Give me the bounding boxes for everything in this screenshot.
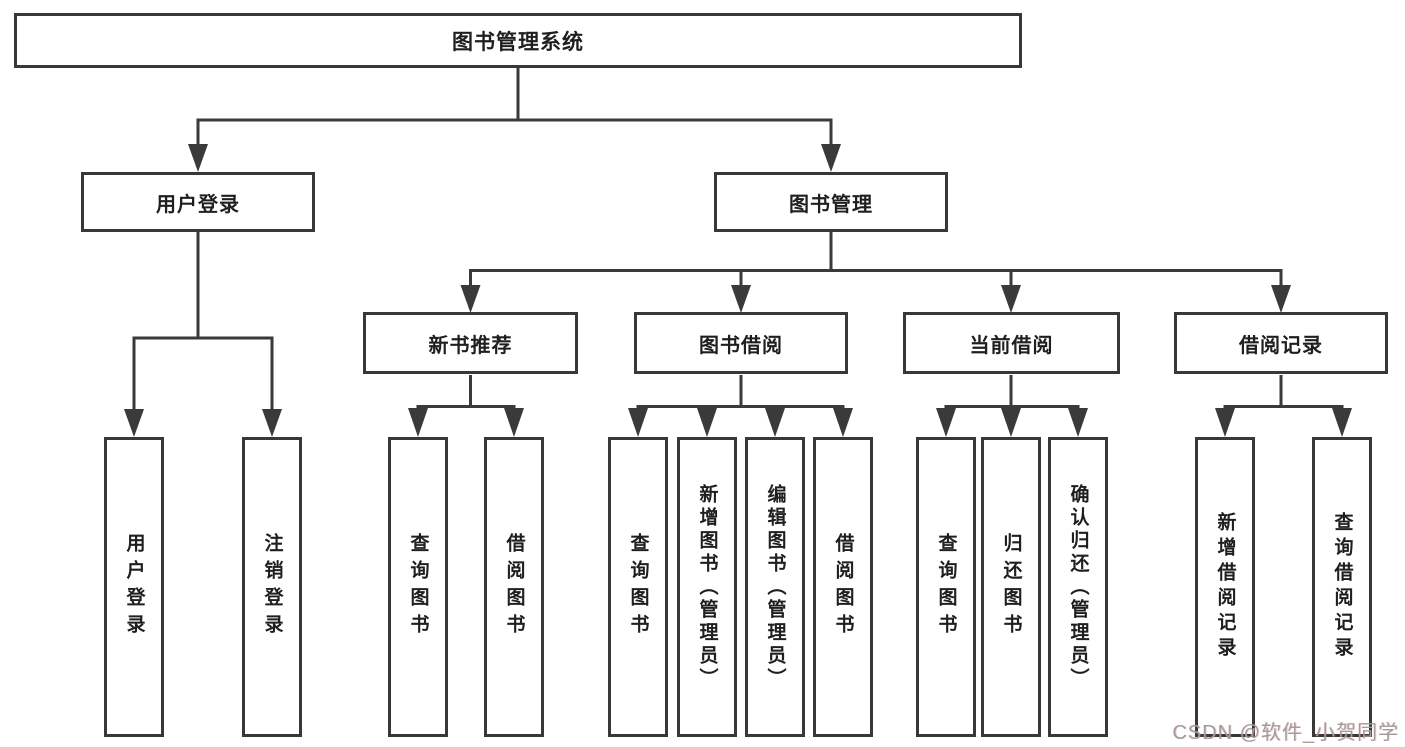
node-leaf-query-book-current: 查询图书 — [916, 437, 976, 737]
connector-user-login-group — [124, 232, 282, 437]
arrowhead-leaf-borrow-book-borrow — [833, 408, 853, 437]
arrowhead-leaf-return-book — [1001, 408, 1021, 437]
arrowhead-leaf-query-borrow-record — [1332, 408, 1352, 437]
node-current-borrow: 当前借阅 — [903, 312, 1120, 374]
arrowhead-leaf-user-login — [124, 409, 144, 437]
arrowhead-book-mgmt — [821, 144, 841, 172]
connector-book-borrow-group — [628, 375, 853, 437]
node-book-borrow: 图书借阅 — [634, 312, 848, 374]
node-leaf-borrow-book-borrow-label: 借阅图书 — [832, 533, 854, 641]
node-leaf-confirm-return: 确认归还（管理员） — [1048, 437, 1108, 737]
arrowhead-leaf-borrow-book-rec — [504, 408, 524, 437]
arrowhead-leaf-query-book-borrow — [628, 408, 648, 437]
node-leaf-return-book-label: 归还图书 — [1000, 533, 1022, 641]
arrowhead-leaf-add-borrow-record — [1215, 408, 1235, 437]
node-leaf-add-borrow-record: 新增借阅记录 — [1195, 437, 1255, 737]
node-leaf-return-book: 归还图书 — [981, 437, 1041, 737]
arrowhead-leaf-logout — [262, 409, 282, 437]
connector-new-book-rec-group — [408, 375, 524, 437]
node-leaf-edit-book: 编辑图书（管理员） — [745, 437, 805, 737]
node-leaf-borrow-book-borrow: 借阅图书 — [813, 437, 873, 737]
connector-book-mgmt-group — [460, 232, 1291, 313]
arrowhead-current-borrow — [1001, 285, 1021, 313]
node-borrow-record: 借阅记录 — [1174, 312, 1388, 374]
arrowhead-new-book-rec — [460, 285, 481, 313]
node-leaf-borrow-book-rec-label: 借阅图书 — [503, 533, 525, 641]
node-leaf-user-login: 用户登录 — [104, 437, 164, 737]
csdn-watermark: CSDN @软件_小贺同学 — [1172, 722, 1399, 744]
node-root-label: 图书管理系统 — [452, 30, 584, 54]
node-leaf-user-login-label: 用户登录 — [123, 533, 145, 641]
node-book-borrow-label: 图书借阅 — [699, 334, 783, 357]
node-leaf-query-borrow-record-label: 查询借阅记录 — [1331, 512, 1353, 662]
node-leaf-query-book-borrow: 查询图书 — [608, 437, 668, 737]
arrowhead-leaf-add-book — [697, 408, 717, 437]
node-leaf-query-book-rec: 查询图书 — [388, 437, 448, 737]
connector-current-borrow-group — [936, 375, 1088, 437]
arrowhead-leaf-confirm-return — [1068, 408, 1088, 437]
node-user-login: 用户登录 — [81, 172, 315, 232]
node-leaf-edit-book-label: 编辑图书（管理员） — [764, 483, 786, 691]
node-leaf-confirm-return-label: 确认归还（管理员） — [1067, 483, 1089, 691]
connector-borrow-record-group — [1215, 375, 1352, 437]
node-root: 图书管理系统 — [14, 13, 1022, 68]
node-leaf-query-book-current-label: 查询图书 — [935, 533, 957, 641]
node-borrow-record-label: 借阅记录 — [1239, 334, 1323, 357]
node-book-mgmt: 图书管理 — [714, 172, 948, 232]
node-leaf-logout-label: 注销登录 — [261, 533, 283, 641]
arrowhead-leaf-query-book-rec — [408, 408, 428, 437]
node-leaf-query-borrow-record: 查询借阅记录 — [1312, 437, 1372, 737]
node-leaf-add-book-label: 新增图书（管理员） — [696, 483, 718, 691]
node-leaf-logout: 注销登录 — [242, 437, 302, 737]
arrowhead-leaf-edit-book — [765, 408, 785, 437]
node-leaf-add-borrow-record-label: 新增借阅记录 — [1214, 512, 1236, 662]
node-current-borrow-label: 当前借阅 — [969, 334, 1054, 357]
node-new-book-rec-label: 新书推荐 — [428, 334, 513, 357]
node-leaf-borrow-book-rec: 借阅图书 — [484, 437, 544, 737]
arrowhead-borrow-record — [1271, 285, 1291, 313]
node-user-login-label: 用户登录 — [156, 193, 240, 216]
node-leaf-query-book-rec-label: 查询图书 — [407, 533, 429, 641]
node-book-mgmt-label: 图书管理 — [789, 193, 873, 216]
connector-root-to-level2 — [188, 68, 841, 172]
node-leaf-query-book-borrow-label: 查询图书 — [627, 533, 649, 641]
arrowhead-leaf-query-book-current — [936, 408, 956, 437]
arrowhead-user-login — [188, 144, 208, 172]
node-new-book-rec: 新书推荐 — [363, 312, 578, 374]
arrowhead-book-borrow — [731, 285, 751, 313]
node-leaf-add-book: 新增图书（管理员） — [677, 437, 737, 737]
